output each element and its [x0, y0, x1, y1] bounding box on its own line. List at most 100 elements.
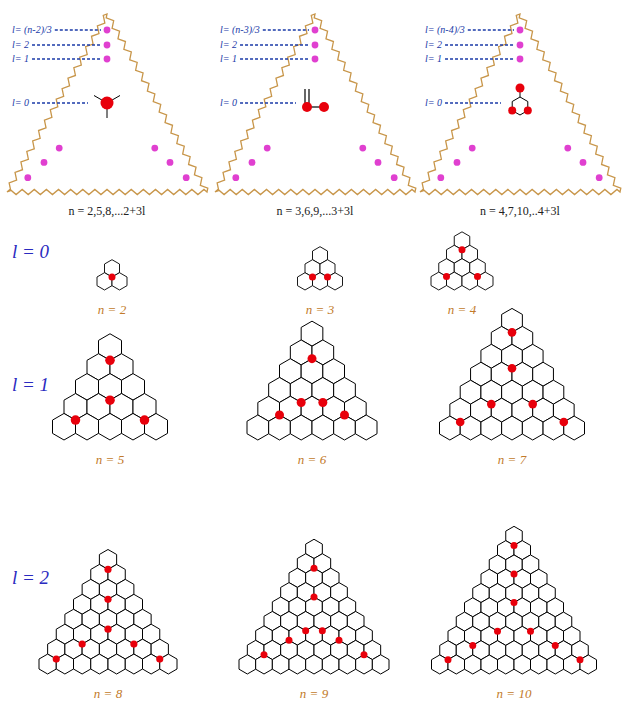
center-atom: [524, 107, 532, 115]
median-dot: [151, 145, 158, 152]
hexagon-ring: [290, 415, 312, 440]
schematic-triangle: [7, 14, 208, 195]
median-dot: [580, 159, 587, 166]
radical-site: [559, 418, 568, 427]
median-dot: [56, 145, 63, 152]
radical-site: [508, 328, 517, 337]
radical-site: [459, 246, 466, 253]
zigzag-edge: [7, 14, 208, 195]
center-atom: [319, 102, 329, 112]
triangulene: [247, 321, 377, 440]
level-label: l= 2: [220, 39, 237, 51]
hexagon-ring: [272, 655, 289, 674]
median-dot: [167, 159, 174, 166]
radical-site: [156, 655, 163, 662]
hexagon-ring: [514, 655, 531, 674]
radical-site: [528, 400, 537, 409]
level-line: [445, 58, 514, 60]
hexagon-ring: [531, 655, 548, 674]
level-line: [55, 29, 101, 31]
radical-site: [71, 415, 81, 425]
radical-site: [527, 628, 534, 635]
hexagon-ring: [355, 415, 377, 440]
median-dot: [232, 174, 239, 181]
radical-site: [104, 596, 111, 603]
radical-site: [302, 627, 309, 634]
radical-site: [140, 415, 150, 425]
radical-site: [105, 395, 115, 405]
size-label: n = 7: [498, 453, 526, 468]
size-label: n = 3: [306, 303, 334, 318]
row-label: l = 1: [12, 374, 49, 396]
level-label: l= 1: [220, 53, 237, 65]
triangulene: [431, 232, 493, 290]
median-dot: [437, 174, 444, 181]
row-label: l = 2: [12, 567, 49, 589]
median-dot: [183, 174, 190, 181]
median-dot: [469, 145, 476, 152]
hexagon-ring: [502, 416, 523, 440]
center-atom: [516, 84, 525, 93]
median-dot: [312, 56, 319, 63]
radical-site: [474, 273, 481, 280]
radical-site: [508, 364, 517, 373]
radical-site: [340, 410, 349, 419]
radical-site: [275, 410, 284, 419]
triangulene: [298, 247, 343, 290]
radical-site: [308, 354, 317, 363]
median-dot: [249, 159, 256, 166]
median-dot: [517, 42, 524, 49]
hexagon-ring: [465, 655, 482, 674]
radical-site: [494, 628, 501, 635]
radical-site: [445, 656, 452, 663]
triangulene: [97, 260, 127, 290]
level-line: [240, 44, 309, 46]
median-dot: [264, 145, 271, 152]
median-dot: [24, 174, 31, 181]
level-label: l= (n-3)/3: [220, 24, 260, 36]
hexagon-ring: [289, 655, 306, 674]
median-dot: [564, 145, 571, 152]
level-label: l= 0: [425, 97, 442, 109]
size-label: n = 4: [448, 303, 476, 318]
radical-site: [336, 637, 343, 644]
center-atom: [101, 97, 114, 110]
median-dot: [391, 174, 398, 181]
hexagon-ring: [481, 416, 502, 440]
level-line: [468, 29, 514, 31]
level-line: [240, 58, 309, 60]
median-dot: [104, 42, 111, 49]
radical-site: [511, 542, 518, 549]
level-line: [240, 102, 296, 104]
level-label: l= 0: [12, 97, 29, 109]
radical-site: [297, 398, 306, 407]
radical-site: [104, 626, 111, 633]
radical-site: [261, 651, 268, 658]
size-label: n = 6: [298, 453, 326, 468]
size-label: n = 5: [96, 453, 124, 468]
hexagon-ring: [91, 654, 108, 674]
level-line: [263, 29, 309, 31]
hexagon-ring: [312, 415, 334, 440]
level-line: [32, 102, 88, 104]
median-dot: [104, 56, 111, 63]
median-dot: [517, 27, 524, 34]
triangulene: [432, 526, 597, 674]
radical-site: [443, 273, 450, 280]
radical-site: [311, 565, 318, 572]
radical-site: [511, 570, 518, 577]
median-dot: [375, 159, 382, 166]
triangulene: [39, 550, 177, 674]
radical-site: [79, 641, 86, 648]
radical-site: [511, 599, 518, 606]
hexagon-ring: [306, 655, 323, 674]
radical-site: [104, 566, 111, 573]
hexagon-ring: [372, 655, 389, 674]
median-dot: [312, 42, 319, 49]
hexagon-ring: [481, 655, 498, 674]
radical-site: [361, 651, 368, 658]
median-dot: [517, 56, 524, 63]
radical-site: [53, 655, 60, 662]
